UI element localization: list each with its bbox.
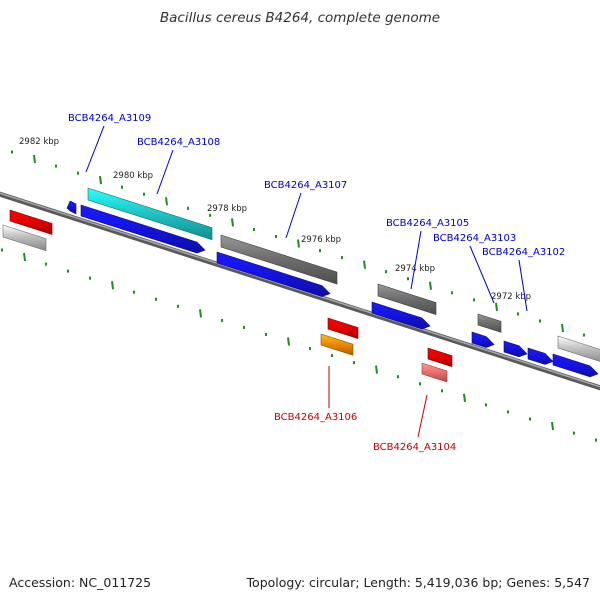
label-leader-line (469, 245, 495, 304)
accession-info: Accession: NC_011725 (9, 575, 151, 590)
gene-BCB4264_A3107[interactable] (216, 251, 331, 297)
gene-g14[interactable] (477, 313, 502, 333)
genes-value: 5,547 (554, 575, 590, 590)
tick-mark (429, 281, 432, 290)
gene-g18[interactable] (557, 335, 600, 364)
gene-labels: BCB4264_A3109BCB4264_A3108BCB4264_A3107B… (68, 113, 565, 453)
tick-mark (363, 260, 366, 269)
tick-mark (199, 309, 202, 318)
ruler-label: 2974 kbp (395, 264, 435, 274)
tick-mark (375, 365, 378, 374)
gene-g8[interactable] (327, 317, 359, 340)
gene-label[interactable]: BCB4264_A3109 (68, 113, 151, 124)
gene-label[interactable]: BCB4264_A3106 (274, 412, 357, 423)
gene-BCB4264_A3103[interactable] (471, 331, 495, 348)
ruler-label: 2982 kbp (19, 137, 59, 147)
genome-backbone (0, 191, 600, 391)
tick-mark (297, 239, 300, 248)
gene-label[interactable]: BCB4264_A3102 (482, 247, 565, 258)
gene-g1[interactable] (9, 209, 53, 235)
tick-mark (33, 154, 36, 164)
tick-marks (1, 150, 597, 442)
tick-mark (561, 323, 564, 333)
label-leader-line (518, 259, 528, 312)
topology-label: Topology: (246, 575, 306, 590)
tick-mark (551, 421, 554, 431)
gene-label[interactable]: BCB4264_A3108 (137, 137, 220, 148)
gene-track (2, 187, 600, 383)
genome-backbone-highlight (0, 192, 600, 388)
genes-label: Genes: (506, 575, 551, 590)
tick-mark (287, 337, 290, 346)
topology-value: circular; (309, 575, 360, 590)
gene-g19[interactable] (552, 353, 599, 378)
gene-BCB4264_A3106[interactable] (320, 333, 354, 356)
ruler-label: 2976 kbp (301, 235, 341, 245)
label-leader-line (417, 394, 428, 438)
tick-mark (99, 176, 102, 185)
gene-g17[interactable] (527, 347, 554, 365)
gene-g10[interactable] (377, 283, 437, 315)
ruler-label: 2972 kbp (491, 292, 531, 302)
gene-label[interactable]: BCB4264_A3103 (433, 233, 516, 244)
gene-g2[interactable] (2, 224, 47, 252)
tick-mark (463, 393, 466, 402)
gene-g6[interactable] (220, 234, 338, 285)
accession-value: NC_011725 (79, 575, 152, 590)
tick-mark (23, 252, 26, 262)
genome-stats: Topology: circular; Length: 5,419,036 bp… (247, 575, 590, 590)
gene-BCB4264_A3108[interactable] (80, 204, 206, 254)
gene-label[interactable]: BCB4264_A3107 (264, 180, 347, 191)
gene-BCB4264_A3102[interactable] (503, 340, 528, 358)
tick-mark (111, 281, 114, 290)
label-leader-line (410, 230, 422, 290)
gene-g3[interactable] (66, 200, 77, 215)
tick-mark (495, 302, 498, 312)
tick-mark (165, 197, 168, 206)
gene-BCB4264_A3104[interactable] (421, 362, 448, 383)
label-leader-line (85, 125, 105, 173)
map-title: Bacillus cereus B4264, complete genome (159, 10, 441, 26)
gene-label[interactable]: BCB4264_A3104 (373, 442, 456, 453)
ruler-label: 2980 kbp (113, 171, 153, 181)
ruler-label: 2978 kbp (207, 204, 247, 214)
length-value: 5,419,036 bp; (414, 575, 503, 590)
label-leader-line (156, 149, 174, 195)
gene-BCB4264_A3109[interactable] (87, 187, 213, 241)
tick-mark (231, 218, 234, 227)
gene-g12[interactable] (427, 347, 453, 368)
length-label: Length: (363, 575, 411, 590)
gene-BCB4264_A3105[interactable] (371, 301, 431, 330)
accession-label: Accession: (9, 575, 76, 590)
gene-label[interactable]: BCB4264_A3105 (386, 218, 469, 229)
label-leader-line (285, 192, 302, 239)
